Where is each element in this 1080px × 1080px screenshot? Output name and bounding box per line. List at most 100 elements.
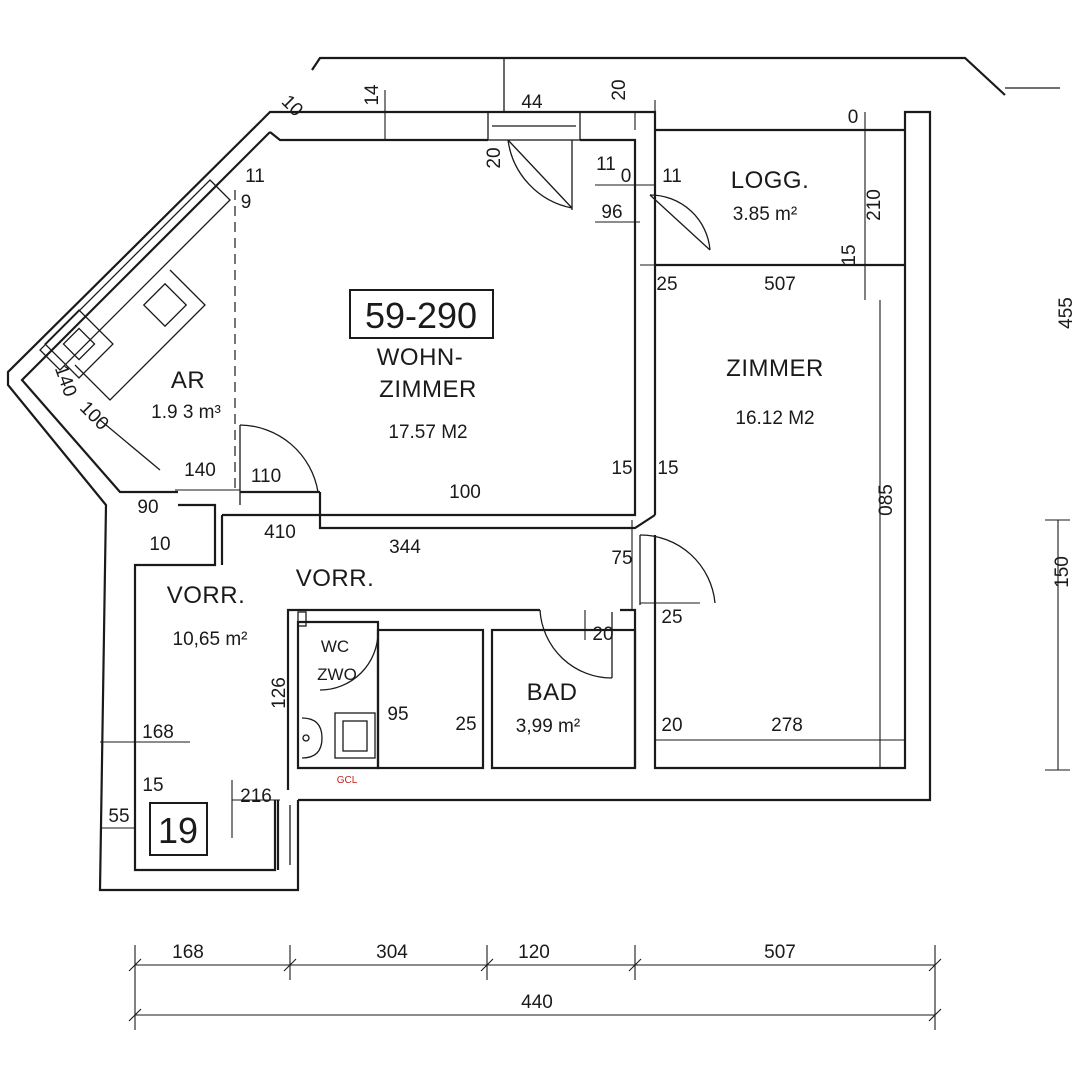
dim-455: 455 bbox=[1056, 297, 1077, 329]
dimension-labels: 10 14 44 20 0 20 11 0 11 96 210 15 25 50… bbox=[50, 79, 1077, 1013]
wohnzimmer-north-wall-inner-a bbox=[269, 131, 488, 142]
dim-20-z: 20 bbox=[661, 715, 682, 736]
dim-15-z: 15 bbox=[657, 458, 678, 479]
dim-20-top: 20 bbox=[609, 79, 630, 100]
door-wc-arc bbox=[319, 631, 379, 691]
dim-100-wz: 100 bbox=[449, 482, 481, 503]
room-wohnzimmer-area: 17.57 M2 bbox=[388, 422, 467, 443]
dim-55: 55 bbox=[108, 806, 129, 827]
unit-label-box bbox=[349, 289, 494, 339]
window-north bbox=[487, 111, 581, 141]
dim-507-log: 507 bbox=[764, 274, 796, 295]
dimension-lines bbox=[100, 90, 1070, 1030]
door-wohnzimmer-north bbox=[507, 139, 573, 209]
dim-15-log: 15 bbox=[839, 244, 860, 265]
room-vorr-mid-name: VORR. bbox=[296, 565, 375, 592]
wohnzimmer-east-south-wall bbox=[318, 138, 637, 517]
ar-inner-wall bbox=[20, 131, 271, 494]
room-vorr-left-name: VORR. bbox=[167, 582, 246, 609]
dim-9-ar: 9 bbox=[241, 192, 252, 213]
bad-room bbox=[490, 628, 637, 770]
bottom-slash-2 bbox=[480, 958, 494, 972]
dim-25-z: 25 bbox=[661, 607, 682, 628]
door-ar-wohnzimmer-arc bbox=[239, 424, 319, 493]
dim-15-wz: 15 bbox=[611, 458, 632, 479]
toilet-seat bbox=[342, 720, 368, 752]
room-wohnzimmer-name-2: ZIMMER bbox=[379, 376, 477, 403]
wc-room bbox=[296, 620, 380, 770]
doors bbox=[239, 139, 716, 691]
room-wc-line1: WC bbox=[321, 637, 349, 656]
dim-25-log: 25 bbox=[656, 274, 677, 295]
room-bad-area: 3,99 m² bbox=[516, 716, 580, 737]
door-zimmer-arc bbox=[639, 534, 716, 604]
room-labels: 59-290 19 WOHN- ZIMMER 17.57 M2 ZIMMER 1… bbox=[151, 167, 824, 851]
room-zimmer-name: ZIMMER bbox=[726, 355, 824, 382]
room-ar-area: 1.9 3 m³ bbox=[151, 402, 221, 423]
dim-20-bad: 20 bbox=[592, 624, 613, 645]
dim-216: 216 bbox=[240, 786, 272, 807]
bottom-dim-304: 304 bbox=[376, 942, 408, 963]
bad-inner-room bbox=[376, 628, 485, 770]
dim-0-b: 0 bbox=[621, 166, 632, 187]
room-ar-name: AR bbox=[171, 367, 205, 394]
sink-unit bbox=[44, 309, 114, 379]
wash-basin-drain bbox=[302, 734, 310, 742]
dim-140-ar: 140 bbox=[50, 363, 81, 400]
bottom-slash-5 bbox=[128, 1008, 142, 1022]
room-wohnzimmer-name-1: WOHN- bbox=[377, 344, 463, 371]
wash-basin bbox=[301, 717, 323, 759]
dim-11-a: 11 bbox=[596, 154, 616, 175]
bath-block-top bbox=[286, 608, 540, 790]
door-bad-arc bbox=[539, 609, 613, 679]
dim-14: 14 bbox=[362, 84, 383, 106]
counter-upper bbox=[39, 179, 231, 371]
wc-duct bbox=[297, 611, 307, 627]
dim-11-ar: 11 bbox=[245, 166, 265, 187]
bottom-slash-1 bbox=[283, 958, 297, 972]
wohnzimmer-north-wall-outer bbox=[261, 110, 657, 130]
counter-edge bbox=[99, 419, 161, 471]
bath-block-east bbox=[620, 608, 637, 768]
room-bad-name: BAD bbox=[527, 679, 578, 706]
west-outer-wall bbox=[6, 119, 300, 892]
room-vorr-left-area: 10,65 m² bbox=[173, 629, 248, 650]
sink-bowl bbox=[62, 327, 96, 361]
dim-150: 150 bbox=[1052, 556, 1073, 588]
dim-344: 344 bbox=[389, 537, 421, 558]
dim-10-b: 10 bbox=[149, 534, 170, 555]
dim-44: 44 bbox=[521, 92, 543, 113]
room-wc-line2: ZWO bbox=[317, 665, 357, 684]
bottom-slash-4 bbox=[928, 958, 942, 972]
bottom-dim-507: 507 bbox=[764, 942, 796, 963]
bottom-dim-120: 120 bbox=[518, 942, 550, 963]
bottom-slash-6 bbox=[928, 1008, 942, 1022]
dim-75: 75 bbox=[611, 548, 632, 569]
dim-100-ar: 100 bbox=[75, 397, 112, 434]
door-loggia bbox=[649, 194, 711, 251]
room-loggia-area: 3.85 m² bbox=[733, 204, 797, 225]
dim-110: 110 bbox=[251, 466, 281, 487]
cooker bbox=[142, 282, 188, 328]
unit-number: 19 bbox=[158, 810, 198, 851]
outer-wall-top bbox=[311, 56, 1006, 96]
dim-278: 278 bbox=[771, 715, 803, 736]
dim-126: 126 bbox=[269, 677, 290, 709]
dim-410: 410 bbox=[264, 522, 296, 543]
room-loggia-name: LOGG. bbox=[731, 167, 810, 194]
dim-20-door: 20 bbox=[484, 147, 505, 168]
dim-25-bad: 25 bbox=[455, 714, 476, 735]
dim-085: 085 bbox=[876, 484, 897, 516]
dim-90: 90 bbox=[137, 497, 158, 518]
toilet-box bbox=[334, 712, 376, 759]
vorr-west-wall bbox=[133, 503, 277, 872]
dim-11-b: 11 bbox=[662, 166, 682, 187]
dim-168-l: 168 bbox=[142, 722, 174, 743]
dim-15-l: 15 bbox=[142, 775, 163, 796]
vorr-north-wall bbox=[318, 514, 656, 530]
bottom-slash-0 bbox=[128, 958, 142, 972]
counter-lower bbox=[74, 269, 206, 401]
dim-0: 0 bbox=[848, 107, 859, 128]
unit-number-box bbox=[149, 802, 208, 856]
